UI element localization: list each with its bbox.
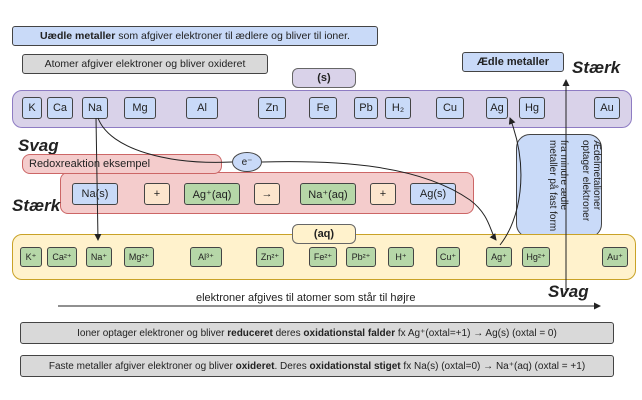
ion-0: K⁺ bbox=[20, 247, 42, 267]
noble-metals-label: Ædle metaller bbox=[462, 52, 564, 72]
redox-term-1: + bbox=[144, 183, 170, 205]
metal-8: H₂ bbox=[385, 97, 411, 119]
ion-7: Pb²⁺ bbox=[346, 247, 376, 267]
top-note: Uædle metaller som afgiver elektroner ti… bbox=[12, 26, 378, 46]
ion-2: Na⁺ bbox=[86, 247, 112, 267]
reduction-d: oxidationstal falder bbox=[303, 327, 396, 339]
redox-term-0: Na(s) bbox=[72, 183, 118, 205]
oxidation-note: Atomer afgiver elektroner og bliver oxid… bbox=[22, 54, 268, 74]
top-note-bold: Uædle metaller bbox=[40, 30, 116, 42]
reduction-b: reduceret bbox=[227, 327, 273, 339]
oxidation-e: fx Na(s) (oxtal=0) → Na⁺(aq) (oxtal = +1… bbox=[400, 360, 586, 372]
ion-9: Cu⁺ bbox=[436, 247, 460, 267]
redox-term-6: Ag(s) bbox=[410, 183, 456, 205]
ion-1: Ca²⁺ bbox=[47, 247, 77, 267]
metal-2: Na bbox=[82, 97, 108, 119]
electron-label: e⁻ bbox=[232, 152, 262, 172]
redox-term-5: + bbox=[370, 183, 396, 205]
metal-9: Cu bbox=[436, 97, 464, 119]
ion-5: Zn²⁺ bbox=[256, 247, 284, 267]
metal-5: Zn bbox=[258, 97, 286, 119]
ag-ion-to-metal-arrow bbox=[499, 117, 522, 246]
redox-term-4: Na⁺(aq) bbox=[300, 183, 356, 205]
ion-4: Al³⁺ bbox=[190, 247, 222, 267]
reduction-c: deres bbox=[272, 327, 304, 339]
ion-6: Fe²⁺ bbox=[309, 247, 337, 267]
electron-path bbox=[97, 117, 233, 163]
metal-6: Fe bbox=[309, 97, 337, 119]
reduction-a: Ioner optager elektroner og bliver bbox=[77, 327, 228, 339]
strong-label-left: Stærk bbox=[12, 196, 61, 215]
ion-8: H⁺ bbox=[388, 247, 414, 267]
ion-11: Hg²⁺ bbox=[522, 247, 550, 267]
oxidation-bottom-note: Faste metaller afgiver elektroner og bli… bbox=[20, 355, 614, 377]
metal-11: Hg bbox=[519, 97, 545, 119]
weak-label-bottom: Svag bbox=[548, 282, 589, 301]
axis-label: elektroner afgives til atomer som står t… bbox=[196, 292, 416, 304]
vertical-note-left: fra mindre ædle metaller på fast form bbox=[547, 140, 569, 232]
solid-tag: (s) bbox=[292, 68, 356, 88]
electron-to-ag-path bbox=[261, 161, 497, 241]
reduction-note: Ioner optager elektroner og bliver reduc… bbox=[20, 322, 614, 344]
top-note-rest: som afgiver elektroner til ædlere og bli… bbox=[115, 30, 350, 42]
aqueous-tag: (aq) bbox=[292, 224, 356, 244]
oxidation-a: Faste metaller afgiver elektroner og bli… bbox=[48, 360, 236, 372]
metal-10: Ag bbox=[486, 97, 508, 119]
strong-label-top: Stærk bbox=[572, 58, 621, 77]
redox-term-3: → bbox=[254, 183, 280, 205]
metal-12: Au bbox=[594, 97, 620, 119]
ion-3: Mg²⁺ bbox=[124, 247, 154, 267]
ion-12: Au⁺ bbox=[602, 247, 628, 267]
vertical-note-right: Ædelmetalioner optager elektroner bbox=[580, 140, 602, 222]
na-to-ion-arrow bbox=[94, 117, 102, 241]
metal-0: K bbox=[22, 97, 42, 119]
oxidation-b: oxideret bbox=[235, 360, 275, 372]
metal-4: Al bbox=[186, 97, 218, 119]
reduction-e: fx Ag⁺(oxtal=+1) → Ag(s) (oxtal = 0) bbox=[395, 327, 557, 339]
ion-10: Ag⁺ bbox=[486, 247, 512, 267]
oxidation-d: oxidationstal stiget bbox=[309, 360, 401, 372]
metal-7: Pb bbox=[354, 97, 378, 119]
metal-3: Mg bbox=[124, 97, 156, 119]
weak-label-left: Svag bbox=[18, 136, 59, 155]
oxidation-c: . Deres bbox=[274, 360, 310, 372]
metal-1: Ca bbox=[47, 97, 73, 119]
redox-term-2: Ag⁺(aq) bbox=[184, 183, 240, 205]
